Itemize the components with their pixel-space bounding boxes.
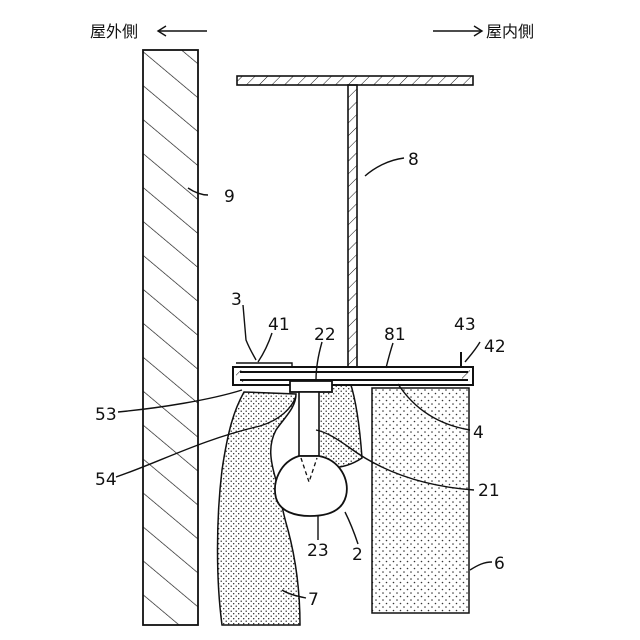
- ceiling-board: [372, 388, 469, 613]
- label-3: 3: [231, 290, 242, 310]
- label-2: 2: [352, 545, 363, 565]
- label-22: 22: [314, 325, 336, 345]
- label-54: 54: [95, 470, 117, 490]
- label-41: 41: [268, 315, 290, 335]
- label-42: 42: [484, 337, 506, 357]
- ceiling-panel-top-right: [318, 382, 362, 468]
- label-81: 81: [384, 325, 406, 345]
- label-4: 4: [473, 423, 484, 443]
- support-rail: [233, 367, 473, 385]
- outdoor-arrow-icon: [158, 26, 207, 36]
- exterior-wall: [143, 50, 198, 625]
- outdoor-side-label: 屋外側: [90, 22, 138, 41]
- label-53: 53: [95, 405, 117, 425]
- label-23: 23: [307, 541, 329, 561]
- label-43: 43: [454, 315, 476, 335]
- indoor-side-label: 屋内側: [486, 22, 534, 41]
- label-21: 21: [478, 481, 500, 501]
- label-8: 8: [408, 150, 419, 170]
- label-9: 9: [224, 187, 235, 207]
- indoor-arrow-icon: [433, 26, 482, 36]
- label-6: 6: [494, 554, 505, 574]
- label-7: 7: [308, 590, 319, 610]
